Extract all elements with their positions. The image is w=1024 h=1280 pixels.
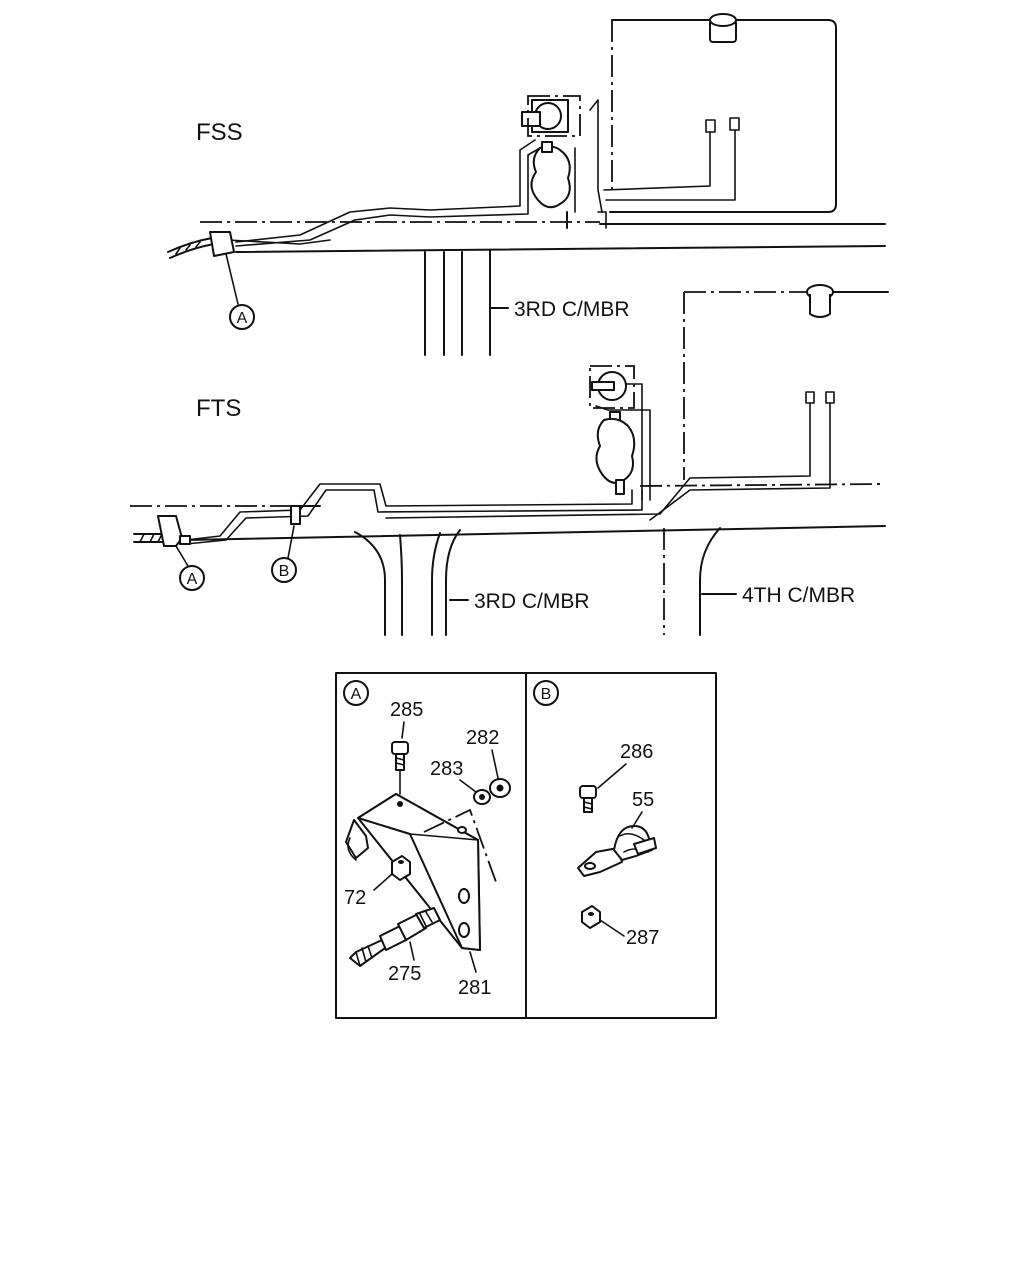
part-55-label: 55 (632, 789, 654, 811)
part-72-label: 72 (344, 887, 366, 909)
fts-4th-crossmember-label: 4TH C/MBR (742, 584, 855, 607)
fts-callout-a-letter: A (187, 571, 198, 588)
part-283-washer: 283 (430, 758, 491, 805)
part-283-label: 283 (430, 758, 463, 780)
fss-3rd-crossmember: 3RD C/MBR (424, 249, 630, 356)
detail-b: B 286 55 287 (533, 680, 659, 949)
fts-3rd-crossmember-label: 3RD C/MBR (474, 590, 590, 613)
fss-title: FSS (196, 119, 243, 146)
fss-fuel-lines (227, 99, 736, 247)
part-286-bolt: 286 (579, 741, 653, 813)
fts-4th-crossmember: 4TH C/MBR (663, 527, 855, 636)
part-287-label: 287 (626, 927, 659, 949)
fts-view: FTS 3RD C/MBR 4TH C/MBR (130, 284, 889, 636)
fts-title: FTS (196, 395, 241, 422)
fts-fuel-filter (589, 365, 636, 495)
part-285-bolt: 285 (390, 699, 423, 795)
fss-view: FSS 3RD C/MBR (167, 13, 886, 356)
detail-box (335, 672, 717, 1019)
fss-fuel-tank (609, 13, 837, 213)
fss-frame-rail (200, 221, 886, 253)
fss-hose-connector (167, 231, 239, 305)
fts-clamp-b (287, 505, 301, 559)
detail-a: A 285 282 283 (343, 680, 511, 999)
fts-hose-connector (133, 515, 191, 567)
part-275-connector: 275 (349, 907, 441, 985)
fts-callout-a: A (179, 565, 205, 591)
part-286-label: 286 (620, 741, 653, 763)
fts-callout-b-letter: B (279, 563, 290, 580)
part-285-label: 285 (390, 699, 423, 721)
part-55-clamp: 55 (577, 789, 657, 877)
fts-fuel-tank (683, 284, 889, 480)
part-275-label: 275 (388, 963, 421, 985)
part-287-nut: 287 (581, 905, 659, 949)
detail-b-label: B (541, 686, 552, 703)
part-281-label: 281 (458, 977, 491, 999)
detail-a-label: A (351, 686, 362, 703)
fss-callout-a: A (229, 304, 255, 330)
part-281-bracket: 281 (345, 793, 497, 999)
fts-fuel-lines (185, 383, 831, 545)
fts-3rd-crossmember: 3RD C/MBR (354, 529, 590, 636)
part-282-spacer: 282 (466, 727, 511, 798)
part-72-nut: 72 (344, 855, 411, 909)
fts-callout-b: B (271, 557, 297, 583)
fss-3rd-crossmember-label: 3RD C/MBR (514, 298, 630, 321)
part-282-label: 282 (466, 727, 499, 749)
fss-fuel-filter (521, 95, 581, 229)
fss-callout-a-letter: A (237, 310, 248, 327)
